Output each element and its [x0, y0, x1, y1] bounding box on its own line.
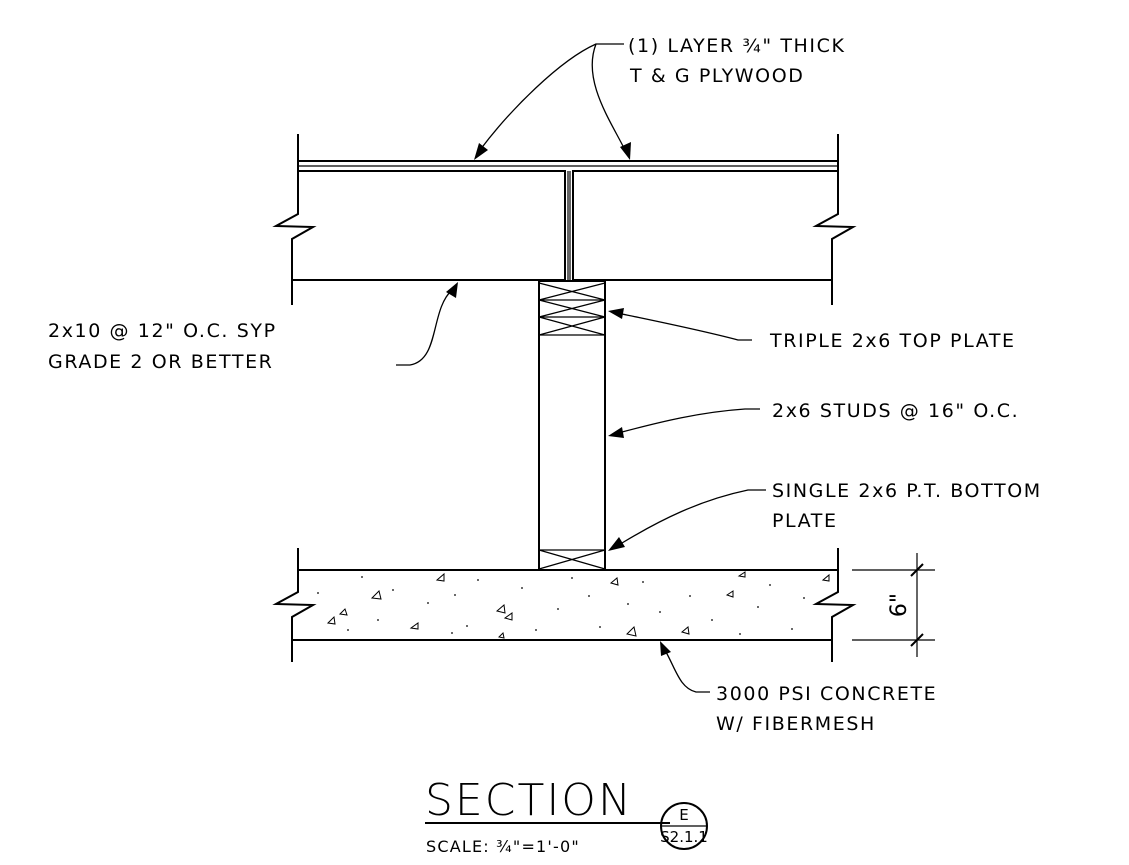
note-concrete-line2: W/ FIBERMESH: [716, 713, 876, 735]
note-bottom-plate-line2: PLATE: [772, 510, 838, 532]
annotations: (1) LAYER ¾" THICK T & G PLYWOOD 2x10 @ …: [48, 35, 1042, 735]
floor-joists: [272, 134, 857, 305]
note-concrete-line1: 3000 PSI CONCRETE: [716, 683, 937, 705]
title-block: SECTION SCALE: ¾"=1'-0" E S2.1.1: [425, 775, 708, 856]
note-top-plate: TRIPLE 2x6 TOP PLATE: [769, 330, 1016, 352]
detail-id: E: [679, 806, 688, 824]
stud-wall: [538, 280, 606, 571]
note-plywood-line1: (1) LAYER ¾" THICK: [628, 35, 846, 57]
note-joist-line2: GRADE 2 OR BETTER: [48, 351, 273, 373]
right-break-line: [812, 134, 857, 305]
concrete-slab: [272, 548, 857, 662]
plywood-subfloor: [298, 160, 838, 167]
slab-thickness-label: 6": [887, 593, 912, 617]
note-studs: 2x6 STUDS @ 16" O.C.: [772, 400, 1019, 422]
left-break-line: [272, 134, 317, 305]
slab-dimension: 6": [852, 553, 935, 657]
note-bottom-plate-line1: SINGLE 2x6 P.T. BOTTOM: [772, 480, 1042, 502]
note-joist-line1: 2x10 @ 12" O.C. SYP: [48, 320, 277, 342]
sheet-ref: S2.1.1: [660, 828, 708, 846]
note-plywood-line2: T & G PLYWOOD: [629, 65, 805, 87]
section-title: SECTION: [425, 775, 633, 826]
scale-label: SCALE: ¾"=1'-0": [426, 837, 580, 856]
leaders: [396, 43, 766, 693]
